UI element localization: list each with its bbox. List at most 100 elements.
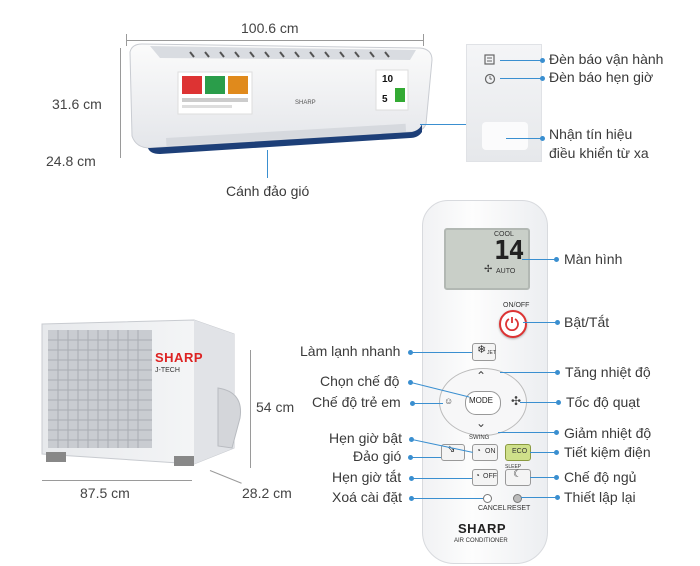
- sleep-leader: [530, 477, 556, 478]
- outdoor-height-label: 54 cm: [256, 399, 295, 415]
- swing-dot: [408, 455, 413, 460]
- temp-up-dot: [555, 370, 560, 375]
- swing-caption: SWING: [469, 435, 490, 441]
- fan-speed-button[interactable]: ✣: [511, 394, 522, 408]
- label-reset: Thiết lập lại: [564, 489, 636, 505]
- eco-leader: [530, 452, 556, 453]
- run-light-leader: [500, 60, 542, 61]
- label-clear-settings: Xoá cài đặt: [332, 489, 403, 505]
- clear-settings-leader: [412, 498, 483, 499]
- power-button[interactable]: [499, 310, 527, 338]
- temp-down-leader: [498, 432, 556, 433]
- timer-light-icon: [484, 73, 496, 85]
- power-icon: [505, 317, 519, 331]
- svg-text:5: 5: [382, 94, 388, 105]
- jet-caption: JET: [487, 350, 496, 356]
- outdoor-height-line: [250, 350, 251, 468]
- reset-leader: [521, 497, 557, 498]
- svg-text:10: 10: [382, 74, 394, 85]
- onoff-caption: ON/OFF: [503, 302, 530, 309]
- screen-auto: AUTO: [496, 268, 516, 275]
- eco-caption: ECO: [512, 448, 528, 455]
- label-power: Bật/Tắt: [564, 314, 610, 330]
- screen-temp: 14: [494, 236, 524, 266]
- kids-mode-button[interactable]: ☺: [444, 396, 454, 406]
- remote-screen: [444, 228, 530, 290]
- cancel-button[interactable]: [483, 494, 492, 503]
- cancel-caption: CANCEL: [478, 505, 507, 512]
- mode-button[interactable]: [465, 391, 501, 415]
- power-leader: [523, 322, 557, 323]
- swing-icon: ⇘: [447, 444, 456, 455]
- timer-on-dot: [409, 437, 414, 442]
- outdoor-width-line: [42, 480, 192, 481]
- fast-cool-leader: [411, 352, 472, 353]
- temp-up-button[interactable]: ⌃: [476, 369, 487, 383]
- sleep-caption: SLEEP: [505, 464, 522, 470]
- run-light-dot: [540, 58, 545, 63]
- indoor-depth-label: 24.8 cm: [46, 153, 96, 169]
- run-light-icon: [484, 54, 495, 65]
- sleep-dot: [554, 475, 559, 480]
- temp-down-button[interactable]: ⌄: [476, 416, 487, 430]
- sleep-icon: ☾: [513, 469, 522, 480]
- reset-dot: [555, 495, 560, 500]
- indoor-unit-illustration: 10 5 SHARP: [129, 43, 433, 154]
- label-mode-select: Chọn chế độ: [320, 373, 400, 389]
- kids-mode-leader: [413, 403, 443, 404]
- label-kids-mode: Chế độ trẻ em: [312, 394, 401, 410]
- screen-leader: [522, 259, 556, 260]
- temp-down-dot: [554, 430, 559, 435]
- timer-off-button[interactable]: [472, 469, 498, 486]
- label-timer-light: Đèn báo hẹn giờ: [549, 69, 654, 85]
- eco-dot: [554, 450, 559, 455]
- timer-off-leader: [412, 478, 472, 479]
- receiver-leader-left: [420, 124, 466, 125]
- screen-dot: [554, 257, 559, 262]
- timer-off-dot: [409, 476, 414, 481]
- flap-leader: [267, 150, 268, 178]
- label-timer-on: Hẹn giờ bật: [329, 430, 403, 446]
- receiver-leader: [506, 138, 542, 139]
- label-sleep-mode: Chế độ ngủ: [564, 469, 637, 485]
- label-timer-off: Hẹn giờ tắt: [332, 469, 402, 485]
- reset-button[interactable]: [513, 494, 522, 503]
- reset-caption: RESET: [507, 505, 531, 512]
- receiver-window: [482, 122, 528, 150]
- temp-up-leader: [500, 372, 556, 373]
- indoor-width-label: 100.6 cm: [241, 20, 299, 36]
- label-run-light: Đèn báo vận hành: [549, 51, 664, 67]
- label-fast-cool: Làm lạnh nhanh: [300, 343, 401, 359]
- outdoor-brand: SHARP: [155, 350, 204, 365]
- timer-light-leader: [500, 78, 542, 79]
- label-swing: Đảo gió: [353, 448, 402, 464]
- indoor-side-panel: [466, 44, 542, 162]
- outdoor-sub-brand: J-TECH: [155, 367, 180, 374]
- screen-fan-icon: ✢: [484, 264, 493, 275]
- label-temp-down: Giảm nhiệt độ: [564, 425, 652, 441]
- jet-button[interactable]: [472, 343, 496, 361]
- fan-speed-leader: [520, 402, 558, 403]
- label-temp-up: Tăng nhiệt độ: [565, 364, 651, 380]
- timer-off-icon: ◔: [475, 471, 480, 480]
- label-energy-save: Tiết kiệm điện: [564, 444, 651, 460]
- timer-on-icon: ◔: [476, 446, 481, 455]
- kids-mode-dot: [410, 401, 415, 406]
- outdoor-width-label: 87.5 cm: [80, 485, 130, 501]
- fast-cool-dot: [408, 350, 413, 355]
- remote-brand: SHARP: [458, 521, 507, 536]
- mode-caption: MODE: [469, 396, 493, 405]
- fan-speed-dot: [556, 400, 561, 405]
- svg-text:SHARP: SHARP: [295, 100, 316, 106]
- power-dot: [555, 320, 560, 325]
- jet-icon: ❄: [477, 344, 487, 356]
- mode-select-dot: [408, 380, 413, 385]
- outdoor-depth-label: 28.2 cm: [242, 485, 292, 501]
- on-caption: ON: [485, 448, 496, 455]
- remote-sub-brand: AIR CONDITIONER: [454, 538, 508, 544]
- swing-leader: [411, 457, 441, 458]
- label-receiver: Nhận tín hiệu điều khiển từ xa: [549, 126, 649, 161]
- label-screen: Màn hình: [564, 251, 623, 267]
- receiver-dot: [540, 136, 545, 141]
- off-caption: OFF: [483, 473, 497, 480]
